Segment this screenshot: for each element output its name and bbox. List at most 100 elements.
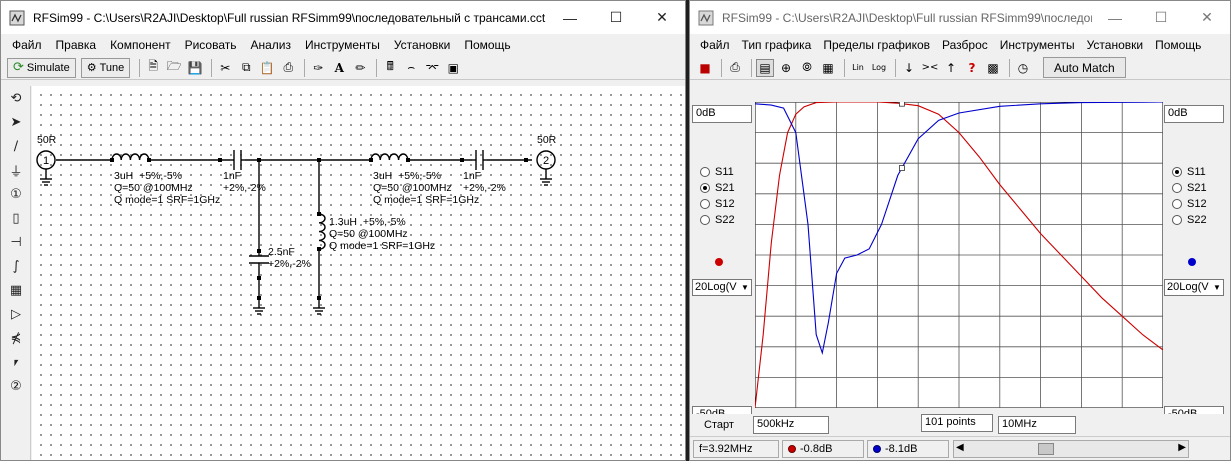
- amplifier-icon[interactable]: ▷: [11, 306, 21, 322]
- left-bottom-limit-field[interactable]: -50dB: [692, 406, 752, 414]
- linear-scale-icon[interactable]: Lin: [852, 63, 864, 72]
- menu-graph-limits[interactable]: Пределы графиков: [823, 38, 931, 52]
- port-icon[interactable]: ①: [10, 186, 22, 202]
- cut-icon[interactable]: ✂: [220, 60, 231, 75]
- right-radio-s21[interactable]: S21: [1172, 182, 1207, 194]
- open-folder-icon[interactable]: 🗁: [166, 59, 182, 73]
- auto-match-button[interactable]: Auto Match: [1043, 57, 1126, 78]
- left-trace-color-dot: [715, 258, 723, 266]
- start-frequency-field[interactable]: 500kHz: [753, 416, 829, 434]
- menu-tools[interactable]: Инструменты: [305, 38, 380, 52]
- smith-chart-icon[interactable]: ⦾: [802, 60, 812, 74]
- paste-icon[interactable]: 📋: [259, 60, 275, 75]
- frequency-scrollbar[interactable]: ◀ ▶: [953, 439, 1189, 458]
- smith-chart-icon[interactable]: ▣: [447, 60, 459, 75]
- menu-draw[interactable]: Рисовать: [184, 38, 237, 52]
- close-button[interactable]: ✕: [656, 9, 668, 25]
- calculator-icon[interactable]: 🖩: [386, 59, 394, 73]
- menu-help[interactable]: Помощь: [1155, 38, 1202, 52]
- left-radio-s11[interactable]: S11: [700, 166, 734, 178]
- brush-icon[interactable]: ✑: [313, 60, 324, 75]
- maximize-button[interactable]: ☐: [1154, 9, 1168, 25]
- log-scale-icon[interactable]: Log: [871, 63, 887, 72]
- s-parameter-plot[interactable]: [755, 102, 1163, 408]
- ground-icon[interactable]: ⏚: [9, 164, 23, 180]
- help-icon[interactable]: ?: [968, 60, 976, 75]
- points-field[interactable]: 101 points: [921, 414, 993, 432]
- schematic-canvas[interactable]: 1 2 50R 50R 3uH +5%,-5% Q=50 @100MHz Q m…: [32, 86, 685, 460]
- toolbar-separator: [376, 58, 378, 77]
- menu-analysis[interactable]: Анализ: [250, 38, 292, 52]
- right-scale-select[interactable]: 20Log(V ▼: [1164, 279, 1224, 296]
- left-radio-s21[interactable]: S21: [700, 182, 735, 194]
- text-icon[interactable]: A: [334, 60, 344, 75]
- new-file-icon[interactable]: 🗎: [148, 59, 159, 73]
- copy-icon[interactable]: ⧉: [241, 60, 251, 74]
- maximize-button[interactable]: ☐: [609, 9, 623, 25]
- right-radio-s12[interactable]: S12: [1172, 198, 1207, 210]
- toolbar-separator: [1009, 58, 1010, 77]
- scroll-left-icon[interactable]: ◀: [956, 441, 964, 453]
- tune-button[interactable]: ⚙ Tune: [80, 57, 131, 78]
- menu-graph-type[interactable]: Тип графика: [741, 38, 812, 52]
- radio-dot: [1172, 183, 1182, 193]
- left-radio-s22[interactable]: S22: [700, 214, 735, 226]
- menu-tools[interactable]: Инструменты: [999, 38, 1075, 52]
- resistor-icon[interactable]: ▯: [12, 210, 20, 226]
- menu-help[interactable]: Помощь: [464, 38, 511, 52]
- tune-icon[interactable]: ◷: [1017, 60, 1029, 75]
- capacitor-icon[interactable]: ⊣: [10, 234, 22, 250]
- left-top-limit-field[interactable]: 0dB: [692, 105, 752, 123]
- pencil-icon[interactable]: ✏: [355, 60, 366, 75]
- right-top-limit-field[interactable]: 0dB: [1164, 105, 1224, 123]
- cursor-marker-s21[interactable]: [898, 102, 905, 107]
- export-icon[interactable]: ■: [699, 60, 711, 75]
- pointer-icon[interactable]: ➤: [10, 114, 22, 130]
- transformer-tool-icon[interactable]: ▦: [9, 282, 23, 298]
- print-icon[interactable]: ⎙: [283, 60, 294, 74]
- menu-file[interactable]: Файл: [700, 38, 730, 52]
- title-bar[interactable]: RFSim99 - C:\Users\R2AJI\Desktop\Full ru…: [690, 1, 1230, 34]
- minimize-button[interactable]: —: [563, 9, 577, 26]
- radio-label: S11: [1187, 166, 1206, 178]
- cursor-marker-s11[interactable]: [898, 165, 905, 171]
- port-two-icon[interactable]: ②: [10, 378, 22, 394]
- scrollbar-thumb[interactable]: [1038, 442, 1054, 455]
- menu-edit[interactable]: Правка: [55, 38, 97, 52]
- menu-file[interactable]: Файл: [12, 38, 42, 52]
- minimize-button[interactable]: —: [1108, 9, 1122, 26]
- inductor-icon[interactable]: ∫: [12, 258, 20, 274]
- radio-dot: [1172, 167, 1182, 177]
- zoom-in-icon[interactable]: ><: [921, 62, 939, 73]
- arrow-up-icon[interactable]: ↑: [945, 60, 957, 75]
- coil-icon[interactable]: ⌢: [407, 60, 416, 74]
- left-radio-s12[interactable]: S12: [700, 198, 735, 210]
- title-bar[interactable]: RFSim99 - C:\Users\R2AJI\Desktop\Full ru…: [1, 1, 685, 34]
- transformer-icon[interactable]: ⌤: [425, 60, 440, 75]
- simulate-button[interactable]: ⟳ Simulate: [7, 57, 76, 78]
- arrow-down-icon[interactable]: ↓: [903, 60, 915, 75]
- menu-settings[interactable]: Установки: [1086, 38, 1144, 52]
- right-bottom-limit-field[interactable]: -50dB: [1164, 406, 1224, 414]
- rectangular-graph-icon[interactable]: ▤: [756, 58, 774, 77]
- menu-settings[interactable]: Установки: [393, 38, 451, 52]
- right-radio-s22[interactable]: S22: [1172, 214, 1207, 226]
- scroll-right-icon[interactable]: ▶: [1178, 441, 1186, 453]
- save-icon[interactable]: 💾: [187, 60, 203, 75]
- close-button[interactable]: ✕: [1201, 9, 1213, 25]
- menu-spread[interactable]: Разброс: [942, 38, 988, 52]
- status-bar: f=3.92MHz -0.8dB -8.1dB ◀ ▶: [690, 436, 1230, 460]
- print-icon[interactable]: ⎙: [730, 60, 740, 74]
- left-scale-select[interactable]: 20Log(V ▼: [692, 279, 752, 296]
- table-icon[interactable]: ▦: [822, 60, 834, 75]
- coupled-line-icon[interactable]: ⋠: [10, 330, 22, 346]
- wire-icon[interactable]: ∕: [13, 138, 19, 154]
- menu-component[interactable]: Компонент: [110, 38, 171, 52]
- right-radio-s11[interactable]: S11: [1172, 166, 1206, 178]
- rotate-icon[interactable]: ⟲: [10, 90, 22, 106]
- two-port-icon[interactable]: ⎖: [10, 354, 22, 370]
- polar-graph-icon[interactable]: ⊕: [780, 60, 792, 75]
- stop-frequency-field[interactable]: 10MHz: [998, 416, 1076, 434]
- monte-carlo-icon[interactable]: ▩: [987, 60, 999, 75]
- radio-label: S22: [1187, 214, 1207, 226]
